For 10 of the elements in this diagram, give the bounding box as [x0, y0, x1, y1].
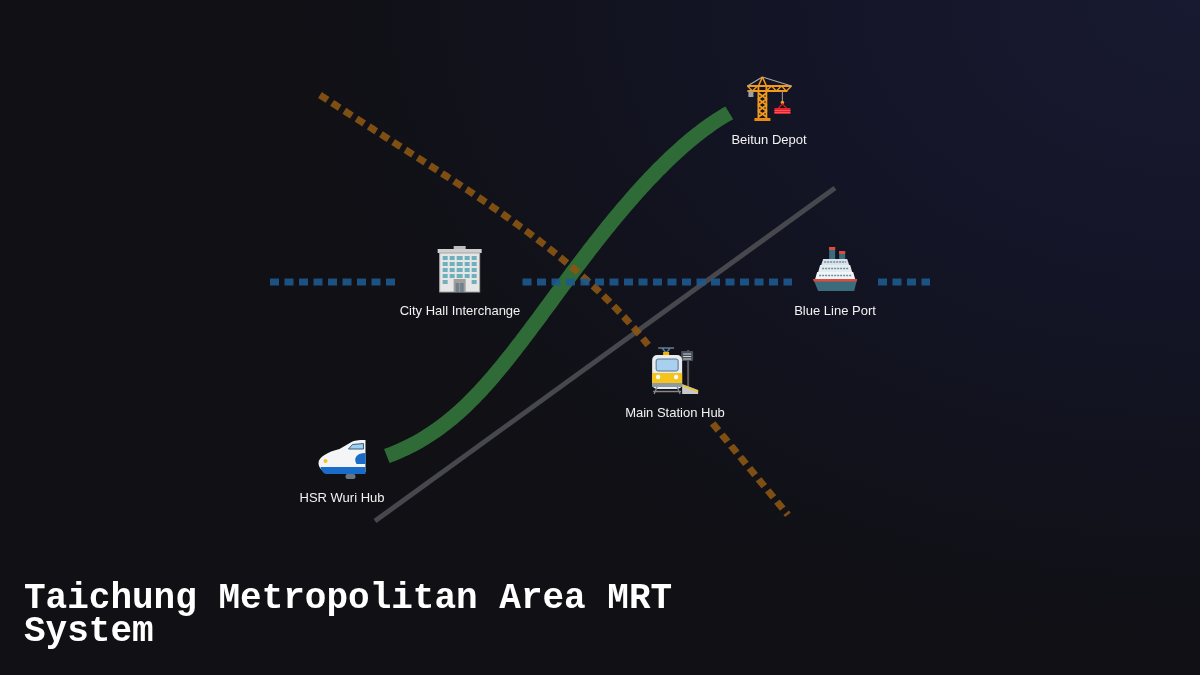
- rail-line: [709, 420, 792, 519]
- station-label: Blue Line Port: [794, 303, 876, 319]
- rail-line: [520, 278, 795, 286]
- station-label: Main Station Hub: [625, 405, 725, 421]
- station-label: HSR Wuri Hub: [299, 490, 385, 506]
- rail-line: [318, 92, 651, 348]
- diagram-title: Taichung Metropolitan Area MRT System: [24, 582, 674, 648]
- rail-line: [382, 106, 736, 464]
- station-label: Beitun Depot: [731, 132, 807, 148]
- station-label: City Hall Interchange: [399, 303, 521, 319]
